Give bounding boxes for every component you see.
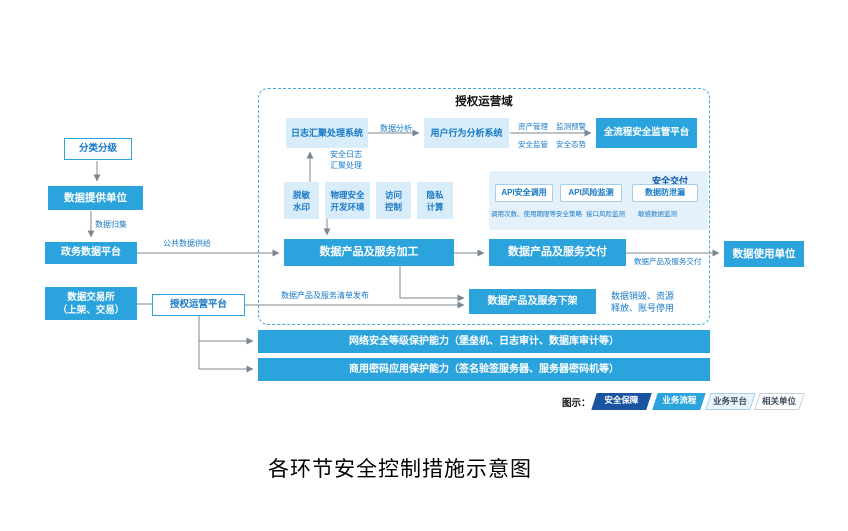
api-secure-call-node: API安全调用 [495, 184, 553, 202]
flow-arrows [87, 129, 720, 373]
product-removal-node: 数据产品及服务下架 [469, 289, 596, 314]
monitor-alert-label: 监测预警 [556, 122, 586, 131]
gov-data-platform-node: 政务数据平台 [45, 242, 137, 264]
legend-platform-label: 业务平台 [713, 396, 748, 406]
legend-security-badge: 安全保障 [591, 393, 652, 410]
auth-operation-domain-container [258, 88, 710, 325]
interface-risk-note: 接口风险监测 [586, 211, 625, 218]
security-posture-label: 安全态势 [556, 140, 586, 149]
access-control-node: 访问 控制 [376, 182, 411, 219]
data-leak-prevention-node: 数据防泄漏 [632, 184, 698, 202]
classify-grade-node: 分类分级 [64, 138, 132, 160]
arrow-processing-to-removal [399, 266, 465, 302]
data-provider-unit-node: 数据提供单位 [48, 186, 143, 210]
service-list-publish-label: 数据产品及服务清单发布 [281, 291, 369, 300]
privacy-computing-node: 隐私 计算 [417, 182, 453, 219]
security-supervision-label: 安全监管 [518, 140, 548, 149]
product-delivery-node: 数据产品及服务交付 [489, 239, 626, 266]
delivery-out-label: 数据产品及服务交付 [634, 257, 702, 266]
desensitize-watermark-node: 脱敏 水印 [284, 182, 319, 219]
product-processing-node: 数据产品及服务加工 [284, 239, 454, 266]
legend-related-unit-badge: 相关单位 [754, 393, 805, 410]
secure-delivery-title: 安全交付 [652, 176, 689, 186]
data-exchange-node: 数据交易所 （上架、交易） [45, 287, 137, 320]
public-data-supply-label: 公共数据供给 [163, 239, 211, 248]
fullprocess-supervision-platform-node: 全流程安全监管平台 [596, 118, 697, 148]
data-collection-label: 数据归集 [95, 220, 127, 229]
asset-mgmt-label: 资产管理 [518, 122, 548, 131]
network-security-capability-bar: 网络安全等级保护能力（堡垒机、日志审计、数据库审计等） [258, 330, 710, 353]
legend-process-badge: 业务流程 [652, 393, 706, 410]
log-aggregation-system-node: 日志汇聚处理系统 [286, 118, 368, 148]
auth-operation-platform-node: 授权运营平台 [152, 294, 245, 316]
legend-platform-badge: 业务平台 [705, 393, 756, 410]
commercial-crypto-capability-bar: 商用密码应用保护能力（签名验签服务器、服务器密码机等） [258, 358, 710, 381]
legend-security-label: 安全保障 [604, 395, 639, 405]
auth-operation-domain-title: 授权运营域 [455, 96, 513, 108]
api-risk-monitor-node: API风险监测 [560, 184, 622, 202]
data-user-unit-node: 数据使用单位 [724, 241, 804, 267]
removal-note: 数据销毁、资源 释放、账号停用 [611, 291, 675, 313]
user-behavior-analysis-node: 用户行为分析系统 [424, 118, 509, 148]
security-log-flow-label: 安全日志 汇聚处理 [330, 150, 362, 170]
sensitive-data-note: 敏感数据监测 [638, 211, 677, 218]
diagram-title: 各环节安全控制措施示意图 [268, 458, 532, 481]
legend-related-unit-label: 相关单位 [762, 396, 797, 406]
physical-secure-devenv-node: 物理安全 开发环境 [325, 182, 370, 219]
legend-process-label: 业务流程 [662, 395, 697, 405]
legend-label: 图示： [562, 398, 591, 409]
call-policy-note: 调用次数、使用期限等安全策略 [491, 211, 582, 218]
data-analysis-label: 数据分析 [380, 124, 412, 133]
